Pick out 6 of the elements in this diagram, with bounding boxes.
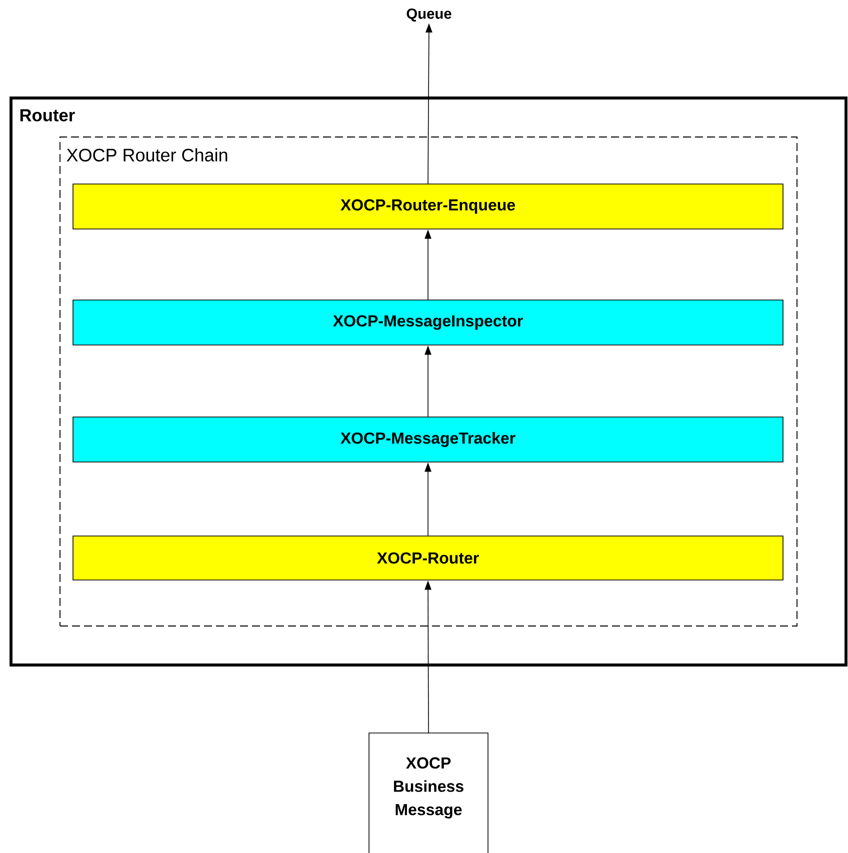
filter-box: XOCP-Router-Enqueue [72, 184, 784, 230]
filter-box: XOCP-MessageInspector [72, 300, 784, 346]
filter-box: XOCP-Router [72, 536, 784, 580]
filter-box: XOCP-MessageTracker [72, 416, 784, 462]
queue-label: Queue [406, 8, 452, 22]
message-box: XOCP Business Message [368, 732, 488, 853]
